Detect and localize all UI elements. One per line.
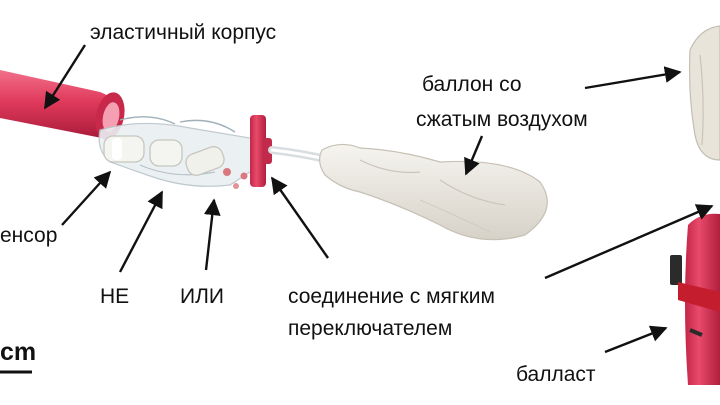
label-connection-line1: соединение с мягким [288,285,495,308]
label-or-gate: ИЛИ [180,285,224,308]
label-not-gate: НЕ [100,285,130,308]
label-sensor: енсор [0,224,58,247]
arrow-upright-balloon [584,66,682,90]
label-elastic-body: эластичный корпус [90,21,277,44]
scale-unit-label: cm [0,338,37,366]
not-gate-element [149,139,183,167]
label-connection-line2: переключателем [288,317,453,340]
sensor-element [103,135,145,163]
upright-balloon [688,25,720,161]
annotation-arrows [43,44,714,354]
label-ballast: балласт [516,363,596,386]
ballast-housing [670,213,720,385]
arrow-ballast-top [544,204,714,280]
label-balloon-line1: баллон со [422,73,522,96]
or-gate-element [185,146,248,189]
arrow-sensor [61,170,112,226]
compressed-air-balloon [319,143,548,241]
arrow-balloon [464,135,484,176]
arrow-connection [271,176,329,259]
label-balloon-line2: сжатым воздухом [416,108,588,131]
arrow-ballast [604,325,668,354]
arrow-or [203,198,221,271]
connector-flange [250,115,272,187]
arrow-not [118,190,164,273]
arrow-elastic-body [43,44,87,110]
